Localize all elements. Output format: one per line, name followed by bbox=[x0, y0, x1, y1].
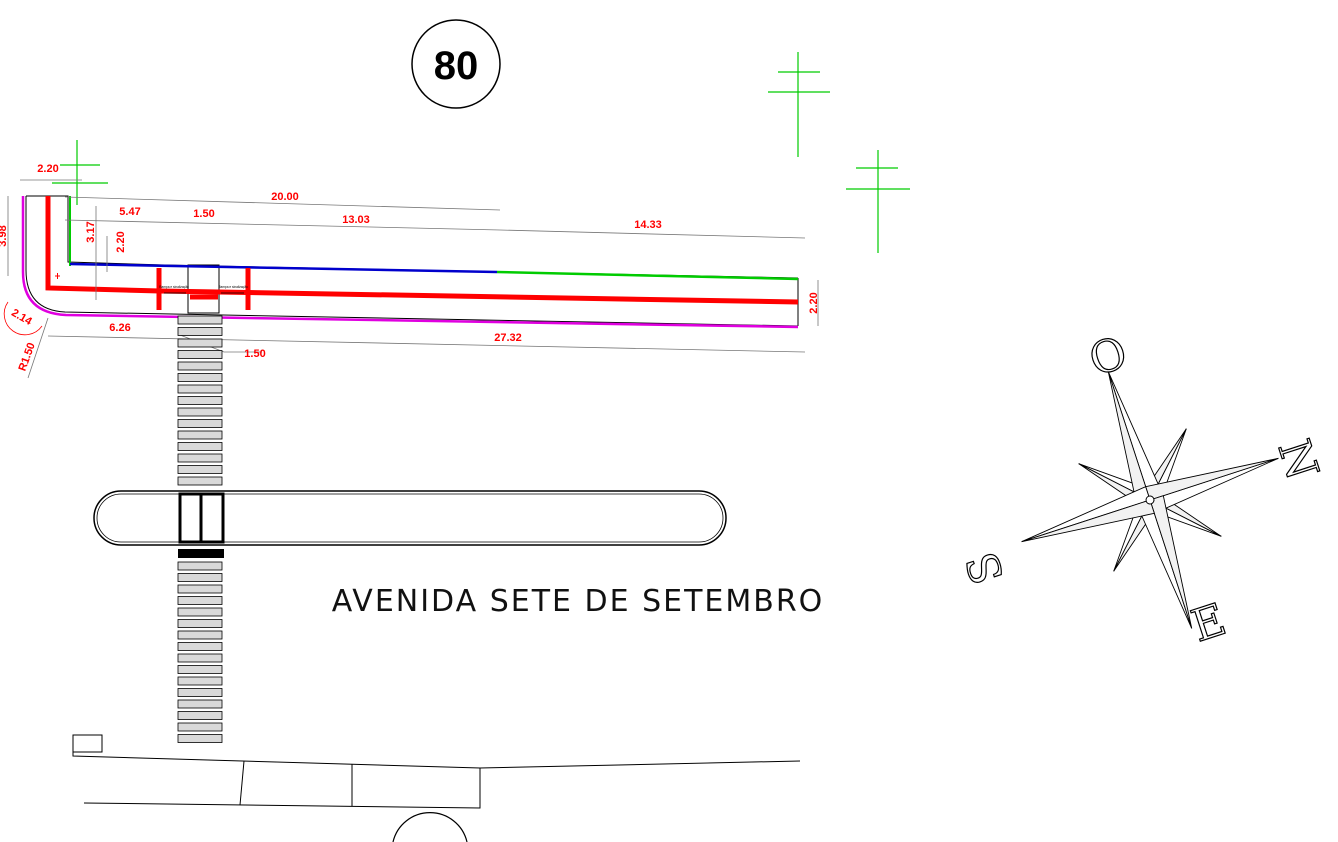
compass-center bbox=[1145, 495, 1155, 505]
crosswalk-stripe bbox=[177, 642, 223, 651]
crosswalk-stripe bbox=[177, 734, 223, 743]
crosswalk-stripe bbox=[177, 630, 223, 640]
crosswalk-stripe bbox=[177, 561, 223, 571]
crosswalk-stripe bbox=[177, 384, 223, 394]
sidewalk-outline bbox=[25, 195, 799, 327]
crosswalk-stripe bbox=[177, 688, 223, 697]
building-line-blue bbox=[69, 262, 498, 274]
next-badge-circle bbox=[392, 812, 468, 842]
dimension-labels: 2.20 20.00 5.47 1.50 13.03 14.33 3.98 3.… bbox=[0, 163, 820, 373]
dim-5-47: 5.47 bbox=[119, 206, 140, 218]
crosswalk-stripe bbox=[177, 430, 223, 440]
dim-3-17: 3.17 bbox=[85, 221, 97, 242]
dim-2-20-vertical: 2.20 bbox=[115, 231, 127, 252]
ramp-label-left: Rampa e sinalização bbox=[159, 285, 189, 289]
crosswalk-stripe bbox=[177, 338, 223, 348]
origin-mark bbox=[55, 273, 60, 279]
crosswalk-stripe bbox=[177, 373, 223, 382]
dim-27-32: 27.32 bbox=[494, 332, 522, 344]
crosswalk-stripe bbox=[177, 396, 223, 405]
compass-point bbox=[1021, 499, 1155, 543]
median-island bbox=[93, 490, 727, 558]
compass-west: O bbox=[1082, 324, 1132, 384]
crosswalk-stripe bbox=[177, 419, 223, 428]
dim-1-50-bottom: 1.50 bbox=[244, 348, 265, 360]
compass-rose: N S E O bbox=[956, 323, 1329, 653]
crosswalk-stripe bbox=[177, 573, 223, 582]
crosswalk-stripe bbox=[177, 665, 223, 674]
ramp-label-right: Rampa e sinalização bbox=[218, 285, 248, 289]
crosswalk-stripe bbox=[177, 465, 223, 474]
crosswalk-upper bbox=[177, 315, 223, 486]
crosswalk-stripe bbox=[177, 361, 223, 371]
compass-point bbox=[1149, 495, 1193, 629]
crosswalk-lower bbox=[177, 561, 223, 743]
dimension-lines bbox=[7, 179, 819, 379]
crosswalk-stripe bbox=[177, 453, 223, 463]
crosswalk-stripe bbox=[177, 584, 223, 594]
tactile-route-red bbox=[45, 196, 799, 310]
compass-north: N bbox=[1268, 434, 1328, 486]
ramp-labels: Rampa e sinalização Rampa e sinalização bbox=[159, 285, 248, 294]
compass-east: E bbox=[1186, 594, 1232, 652]
crosswalk-stripe bbox=[177, 722, 223, 732]
dim-20-00: 20.00 bbox=[271, 191, 299, 203]
crosswalk-stripe bbox=[177, 315, 223, 325]
dim-13-03: 13.03 bbox=[342, 214, 370, 226]
crosswalk-stripe bbox=[177, 676, 223, 686]
crosswalk-stripe bbox=[177, 653, 223, 663]
dim-1-50-top: 1.50 bbox=[193, 208, 214, 220]
radius-arc bbox=[3, 301, 43, 336]
dim-2-20-right: 2.20 bbox=[808, 292, 820, 313]
crosswalk-stripe bbox=[177, 607, 223, 617]
curb-line-magenta bbox=[21, 196, 799, 329]
dim-6-26: 6.26 bbox=[109, 322, 130, 334]
crosswalk-stripe bbox=[177, 476, 223, 486]
survey-crosses bbox=[52, 52, 910, 253]
crosswalk-stripe bbox=[177, 699, 223, 709]
opposite-sidewalk bbox=[72, 734, 801, 809]
dim-3-98: 3.98 bbox=[0, 225, 9, 246]
compass-south: S bbox=[957, 546, 1015, 590]
crosswalk-stripe bbox=[177, 711, 223, 720]
crosswalk-stripe bbox=[177, 327, 223, 336]
crosswalk-stripe bbox=[177, 596, 223, 605]
dim-2-20-top: 2.20 bbox=[37, 163, 58, 175]
sheet-number: 80 bbox=[434, 44, 479, 88]
dim-14-33: 14.33 bbox=[634, 219, 662, 231]
building-line-green bbox=[496, 270, 799, 281]
sheet-number-badge: 80 bbox=[411, 19, 501, 109]
crosswalk-stripe bbox=[177, 619, 223, 628]
crosswalk-stripe bbox=[177, 442, 223, 451]
dim-2-14: 2.14 bbox=[9, 307, 34, 329]
street-name: AVENIDA SETE DE SETEMBRO bbox=[332, 584, 825, 619]
crosswalk-stripe bbox=[177, 407, 223, 417]
crosswalk-stripe bbox=[177, 350, 223, 359]
